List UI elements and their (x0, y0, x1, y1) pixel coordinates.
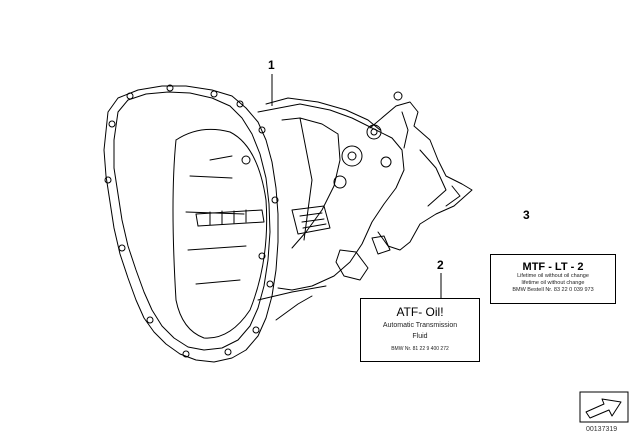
mtf-oil-label: MTF - LT - 2 Lifetime oil without oil ch… (490, 254, 616, 304)
callout-3: 3 (523, 208, 530, 222)
atf-line-2: Fluid (412, 333, 428, 340)
atf-oil-label: ATF- Oil! Automatic Transmission Fluid B… (360, 298, 480, 362)
transmission-case (257, 103, 405, 291)
bellhousing-flange (103, 85, 279, 363)
callout-2: 2 (437, 258, 444, 272)
atf-title: ATF- Oil! (396, 305, 444, 319)
mtf-line-3: BMW Bestell Nr. 83 22 0 039 973 (512, 287, 594, 293)
input-shaft (195, 209, 265, 227)
mtf-title: MTF - LT - 2 (522, 261, 584, 273)
rear-housing (369, 101, 473, 251)
mtf-line-1: Lifetime oil without oil change (517, 273, 589, 279)
callout-1: 1 (268, 58, 275, 72)
navigation-arrow-icon (579, 391, 629, 423)
atf-line-1: Automatic Transmission (382, 322, 458, 329)
atf-footer: BMW Nr. 81 22 9 400 272 (391, 346, 449, 352)
diagram-reference-number: 00137319 (586, 426, 618, 433)
mtf-line-2: lifetime oil without change (521, 280, 585, 286)
